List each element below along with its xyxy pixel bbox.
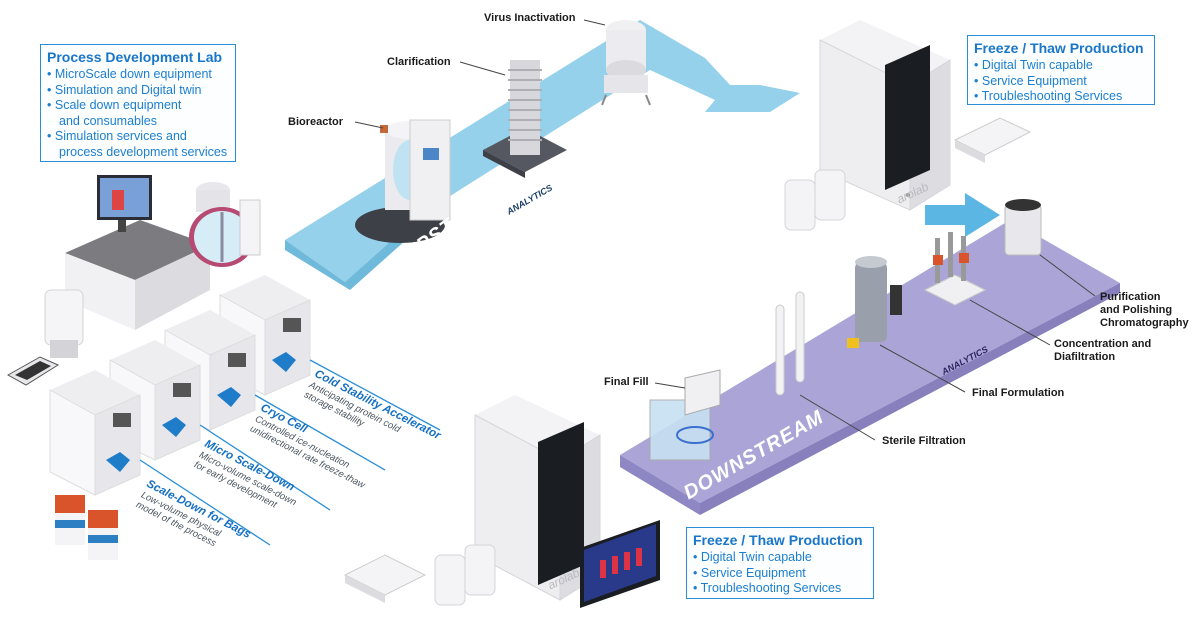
connector-arrow — [925, 193, 1000, 237]
device-units — [49, 275, 311, 560]
freeze-bottom-list: Digital Twin capable Service Equipment T… — [693, 550, 873, 597]
sterile-filtration-unit — [775, 291, 805, 396]
label-sterile-filtration: Sterile Filtration — [882, 435, 966, 447]
label-final-formulation: Final Formulation — [972, 387, 1065, 399]
process-lab-box: Process Development Lab MicroScale down … — [40, 44, 236, 162]
label-purification-2: and Polishing — [1100, 304, 1173, 316]
freeze-bottom-box: Freeze / Thaw Production Digital Twin ca… — [686, 527, 874, 599]
label-purification-1: Purification — [1100, 291, 1161, 303]
virus-inactivation-unit — [601, 20, 651, 106]
downstream-band — [620, 220, 1120, 515]
label-concentration-1: Concentration and — [1054, 338, 1152, 350]
list-item: Simulation and Digital twin — [47, 83, 235, 99]
freeze-bottom-title: Freeze / Thaw Production — [693, 532, 863, 548]
freezer-top — [784, 20, 1032, 231]
bioreactor-unit — [355, 119, 451, 243]
concentration-unit — [923, 232, 987, 306]
label-final-fill: Final Fill — [604, 376, 649, 388]
list-item-cont: and consumables — [59, 113, 157, 128]
label-bioreactor: Bioreactor — [288, 116, 344, 128]
list-item: Troubleshooting Services — [693, 581, 873, 597]
freeze-top-box: Freeze / Thaw Production Digital Twin ca… — [967, 35, 1155, 105]
step-callout-lines — [354, 19, 1096, 441]
label-purification-3: Chromatography — [1100, 317, 1189, 329]
list-item: Service Equipment — [693, 566, 873, 582]
process-lab-title: Process Development Lab — [47, 49, 223, 65]
freeze-top-title: Freeze / Thaw Production — [974, 40, 1144, 56]
chromatography-unit — [1004, 199, 1042, 256]
lab-bench — [65, 175, 210, 330]
lab-units — [6, 289, 84, 386]
list-item: Digital Twin capable — [693, 550, 873, 566]
label-clarification: Clarification — [387, 56, 451, 68]
final-fill-unit — [649, 369, 721, 461]
list-item: Simulation services and — [47, 129, 235, 145]
clarification-unit — [483, 60, 567, 178]
label-concentration: Concentration and Diafiltration — [1054, 338, 1151, 364]
label-virus-inactivation: Virus Inactivation — [484, 12, 576, 24]
list-item: Service Equipment — [974, 74, 1154, 90]
freezer-bottom — [343, 395, 601, 606]
lab-vessel — [189, 182, 261, 267]
list-item-cont: process development services — [59, 144, 228, 159]
monitor — [580, 520, 660, 608]
list-item: Scale down equipment — [47, 98, 235, 114]
freeze-top-list: Digital Twin capable Service Equipment T… — [974, 58, 1154, 105]
process-lab-list: MicroScale down equipment Simulation and… — [47, 67, 235, 160]
list-item: MicroScale down equipment — [47, 67, 235, 83]
device-callout-lines — [139, 359, 441, 546]
label-purification: Purification and Polishing Chromatograph… — [1100, 291, 1189, 330]
list-item: Digital Twin capable — [974, 58, 1154, 74]
formulation-unit — [847, 256, 902, 348]
label-concentration-2: Diafiltration — [1054, 351, 1116, 363]
list-item: Troubleshooting Services — [974, 89, 1154, 105]
